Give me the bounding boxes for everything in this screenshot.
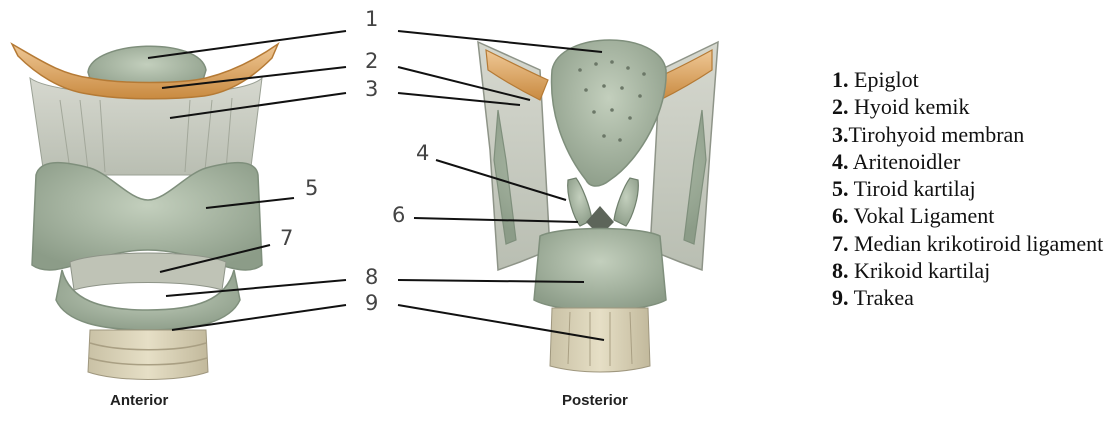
leader-1-anterior — [148, 31, 346, 58]
legend-number: 3. — [832, 122, 849, 147]
posterior-epiglottis — [552, 40, 667, 186]
legend-number: 9. — [832, 285, 849, 310]
legend-number: 2. — [832, 94, 849, 119]
number-label-6: 6 — [392, 203, 405, 227]
posterior-cricoid-cartilage — [534, 229, 666, 311]
number-label-9: 9 — [365, 291, 378, 315]
legend-text: Hyoid kemik — [849, 94, 970, 119]
posterior-arytenoid-right — [614, 178, 638, 226]
anterior-trachea — [88, 330, 208, 380]
legend-number: 7. — [832, 231, 849, 256]
legend-item-tiroid-kartilaj: 5. Tiroid kartilaj — [832, 175, 1107, 202]
legend-text: Tiroid kartilaj — [849, 176, 976, 201]
number-label-1: 1 — [365, 7, 378, 31]
legend-text: Tirohyoid membran — [849, 122, 1025, 147]
legend-text: Krikoid kartilaj — [849, 258, 991, 283]
posterior-view — [478, 40, 718, 372]
legend-number: 5. — [832, 176, 849, 201]
legend-item-vokal-ligament: 6. Vokal Ligament — [832, 202, 1107, 229]
number-labels: 1 2 3 4 5 6 7 8 9 — [280, 7, 429, 315]
legend-item-epiglot: 1. Epiglot — [832, 66, 1107, 93]
number-label-4: 4 — [416, 141, 429, 165]
legend-item-tirohyoid-membran: 3.Tirohyoid membran — [832, 121, 1107, 148]
legend-text: Epiglot — [849, 67, 919, 92]
legend-number: 1. — [832, 67, 849, 92]
legend-item-aritenoidler: 4. Aritenoidler — [832, 148, 1107, 175]
legend-text: Vokal Ligament — [849, 203, 995, 228]
legend-text: Trakea — [849, 285, 914, 310]
number-label-3: 3 — [365, 77, 378, 101]
posterior-arytenoid-left — [568, 178, 592, 226]
anterior-cricothyroid-ligament — [70, 253, 226, 290]
legend-item-trakea: 9. Trakea — [832, 284, 1107, 311]
posterior-caption: Posterior — [562, 392, 628, 409]
anterior-view — [12, 44, 278, 380]
number-label-8: 8 — [365, 265, 378, 289]
leader-1-posterior — [398, 31, 602, 52]
number-label-7: 7 — [280, 226, 293, 250]
legend-item-hyoid-kemik: 2. Hyoid kemik — [832, 93, 1107, 120]
legend: 1. Epiglot 2. Hyoid kemik 3.Tirohyoid me… — [832, 66, 1107, 312]
anterior-caption: Anterior — [110, 392, 168, 409]
number-label-5: 5 — [305, 176, 318, 200]
legend-item-median-krikotiroid-ligament: 7. Median krikotiroid ligament — [832, 230, 1107, 257]
legend-number: 6. — [832, 203, 849, 228]
legend-text: Median krikotiroid ligament — [849, 231, 1104, 256]
legend-number: 8. — [832, 258, 849, 283]
legend-text: Aritenoidler — [849, 149, 961, 174]
legend-item-krikoid-kartilaj: 8. Krikoid kartilaj — [832, 257, 1107, 284]
number-label-2: 2 — [365, 49, 378, 73]
legend-number: 4. — [832, 149, 849, 174]
